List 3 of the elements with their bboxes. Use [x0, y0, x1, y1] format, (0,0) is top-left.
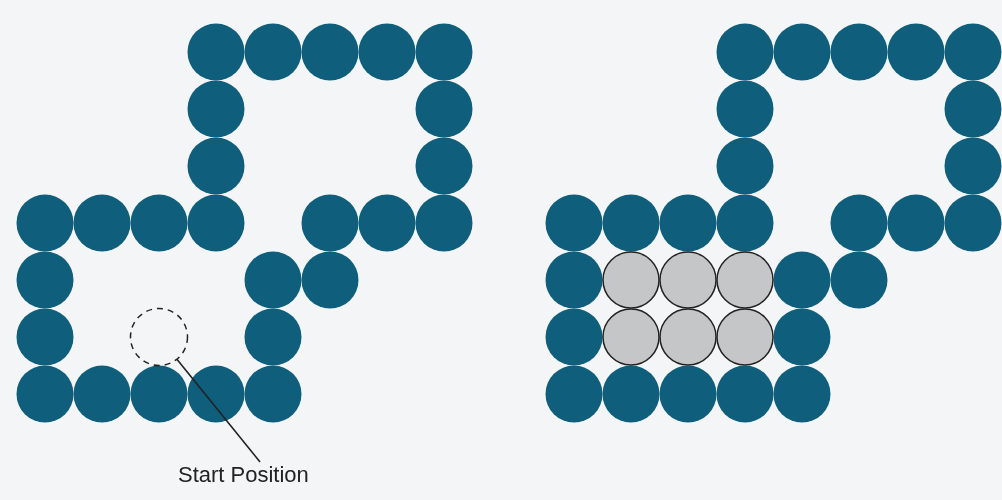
label-text: Start Position: [178, 462, 309, 488]
start-pixel-circle: [129, 307, 189, 367]
leader-line: [176, 358, 261, 463]
